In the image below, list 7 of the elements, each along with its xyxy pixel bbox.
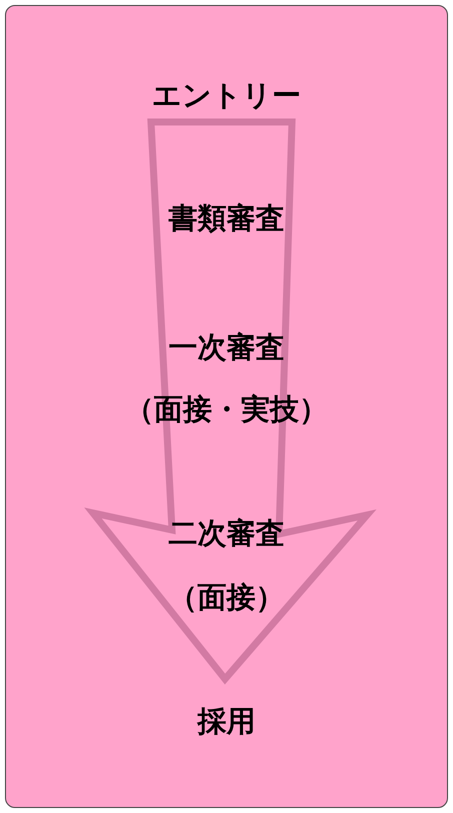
step-label: 二次審査	[168, 515, 284, 552]
step-label: 書類審査	[168, 200, 284, 237]
step-label: エントリー	[152, 77, 301, 114]
step-label: 一次審査	[168, 329, 284, 366]
step-note: （面接）	[168, 579, 284, 616]
step-note: （面接・実技）	[125, 391, 328, 428]
step-label: 採用	[198, 703, 256, 740]
